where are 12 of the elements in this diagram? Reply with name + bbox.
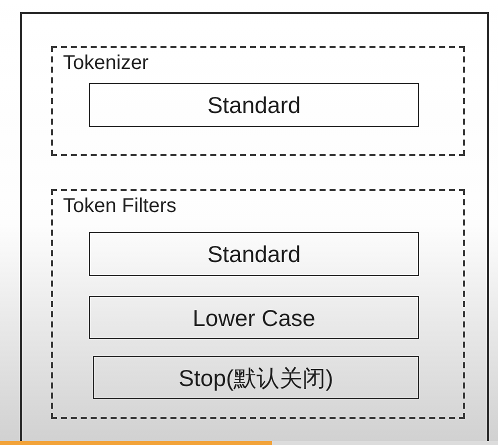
box-label: Standard [207,240,301,268]
filter-box [89,296,419,339]
filter-box [89,232,419,276]
box-label: Stop(默认关闭) [178,364,334,392]
box-label: Standard [207,91,301,119]
box-label: Lower Case [192,304,316,332]
group-title: Tokenizer [63,51,149,75]
filter-box [89,83,419,127]
dashed-group-frame [51,189,465,419]
dashed-group-frame [51,46,465,156]
group-title: Token Filters [63,194,176,218]
filter-box [93,356,419,399]
